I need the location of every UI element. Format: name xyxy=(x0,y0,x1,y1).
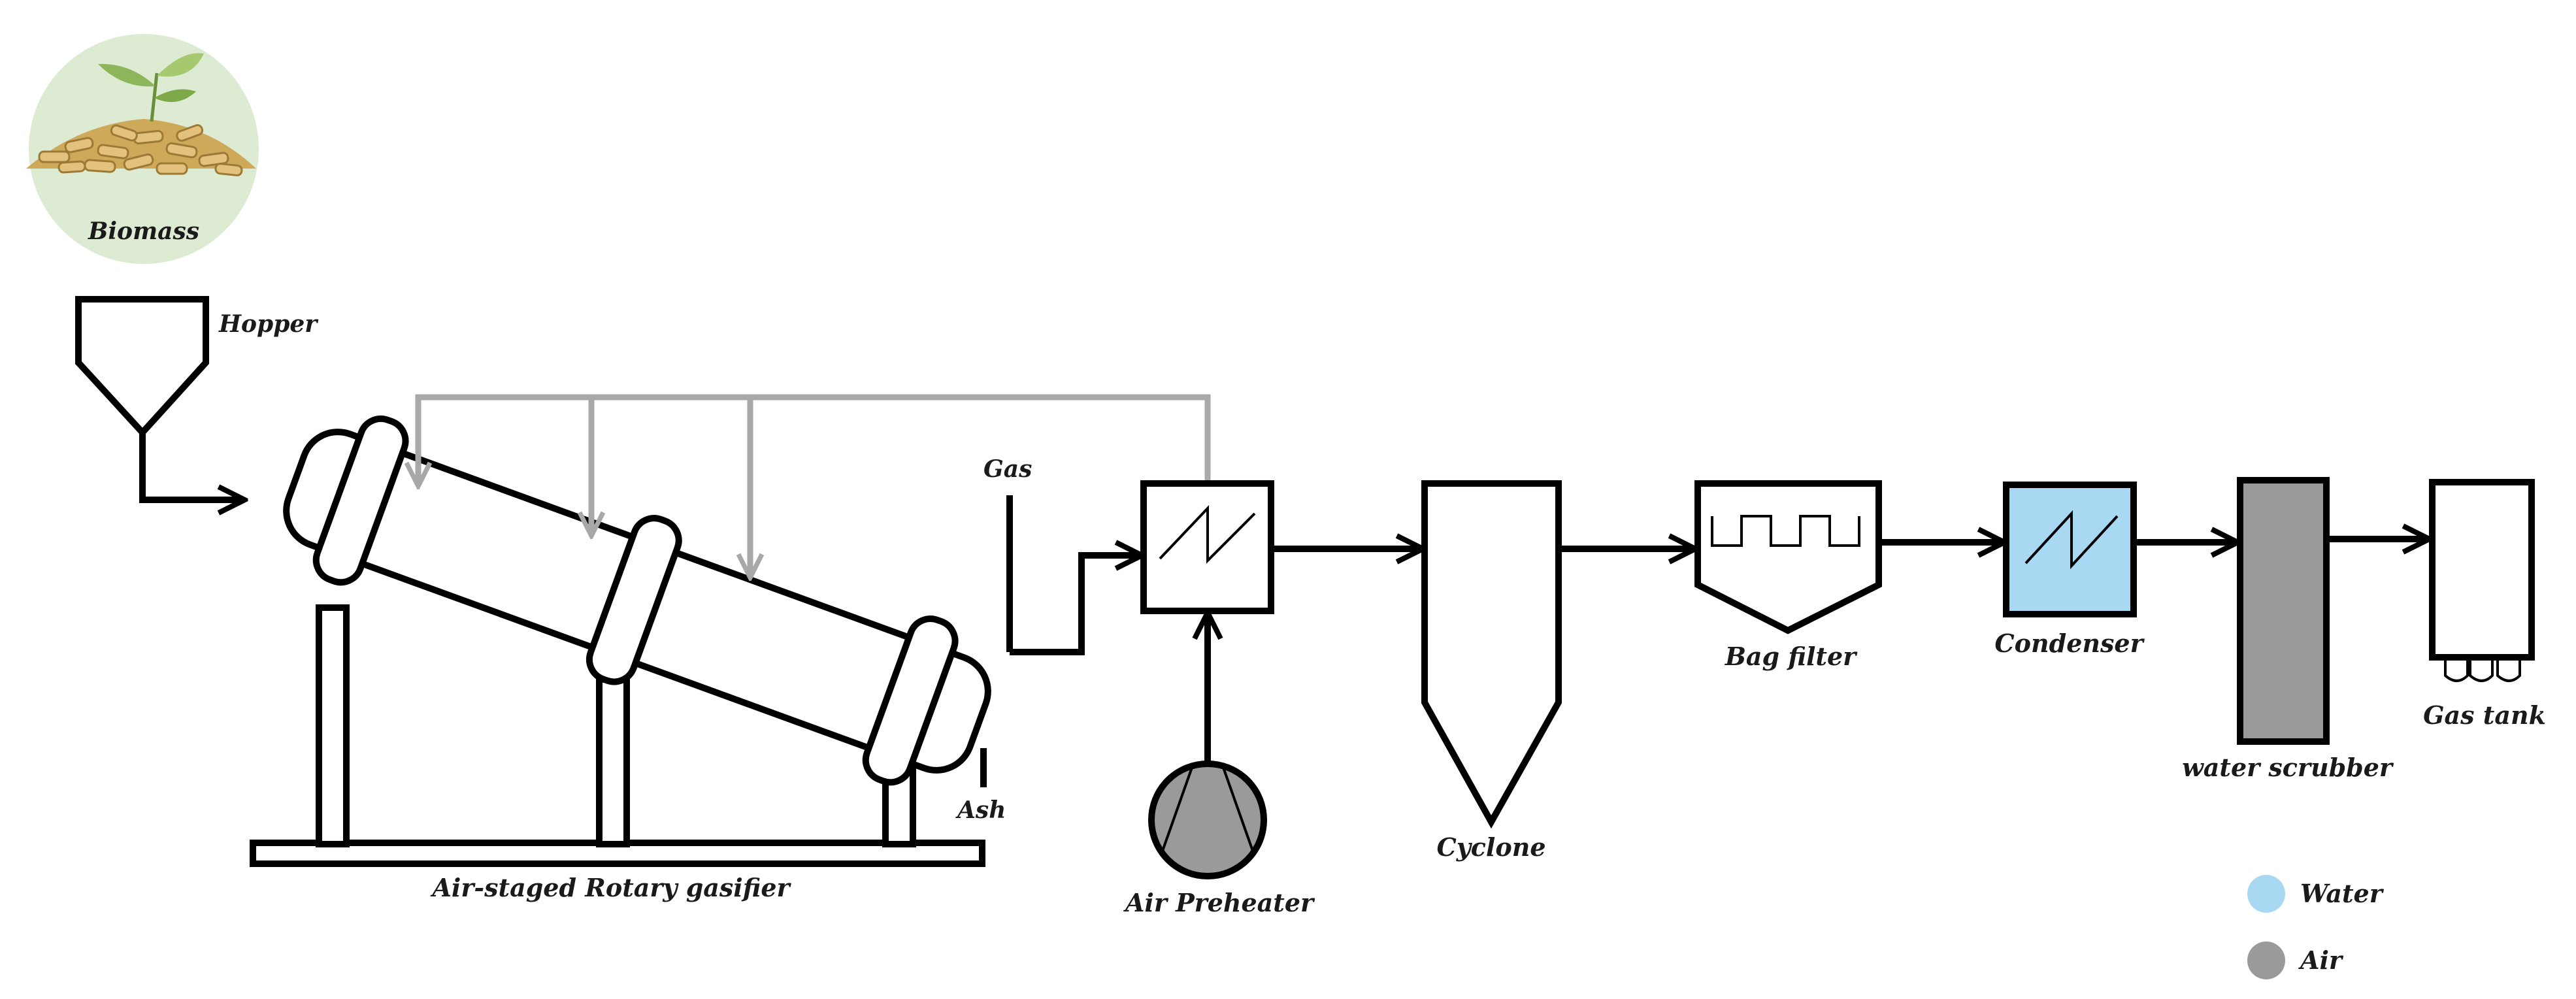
legend-air-swatch xyxy=(2247,942,2285,979)
gasifier-leg-2 xyxy=(596,676,630,847)
gas-tank-feet xyxy=(2444,657,2521,682)
gasifier-ring-2 xyxy=(586,515,682,685)
gasifier-ring-1 xyxy=(312,415,409,586)
legend-water-label: Water xyxy=(2300,879,2385,908)
biomass-label: Biomass xyxy=(88,218,199,245)
cyclone-shape xyxy=(1421,480,1562,829)
air-preheater-label: Air Preheater xyxy=(1123,888,1315,917)
condenser-label: Condenser xyxy=(1994,629,2145,658)
legend: Water Air xyxy=(2247,875,2385,979)
ash-label: Ash xyxy=(955,796,1006,824)
condenser-zigzag-icon xyxy=(2024,510,2119,570)
gasifier-ring-3 xyxy=(862,615,959,786)
air-blower: Air Preheater xyxy=(1123,761,1315,917)
gas-tank: Gas tank xyxy=(2423,479,2546,730)
scrubber-column xyxy=(2237,477,2330,745)
water-scrubber: water scrubber xyxy=(2182,477,2394,782)
blower-circle xyxy=(1148,761,1267,879)
bag-filter: Bag filter xyxy=(1694,480,1882,671)
cyclone: Cyclone xyxy=(1421,480,1562,862)
exchanger-zigzag-icon xyxy=(1159,504,1256,564)
gas-label: Gas xyxy=(983,455,1032,483)
gas-to-preheater-arrow xyxy=(1010,555,1140,655)
rotary-gasifier: Air-staged Rotary gasifier xyxy=(250,415,991,902)
cyclone-label: Cyclone xyxy=(1436,832,1545,862)
biomass-icon: Biomass xyxy=(26,34,259,264)
hopper: Hopper xyxy=(75,296,319,438)
pellet-pile xyxy=(26,119,256,176)
condenser-box xyxy=(2003,482,2137,617)
hopper-feed-arrow xyxy=(139,433,243,500)
legend-air-label: Air xyxy=(2298,945,2344,975)
bag-filter-label: Bag filter xyxy=(1725,642,1858,671)
legend-water-swatch xyxy=(2247,875,2285,913)
condenser: Condenser xyxy=(1994,482,2145,658)
bag-filter-shape xyxy=(1694,480,1882,634)
staged-air-lines xyxy=(418,394,1211,576)
air-preheater-exchanger xyxy=(1140,480,1274,614)
water-scrubber-label: water scrubber xyxy=(2182,753,2394,782)
gasifier-label: Air-staged Rotary gasifier xyxy=(430,873,791,902)
sprout-icon xyxy=(98,53,204,122)
hopper-label: Hopper xyxy=(218,310,319,338)
gasifier-leg-1 xyxy=(316,604,350,847)
gas-tank-label: Gas tank xyxy=(2423,700,2546,730)
hopper-shape xyxy=(75,296,209,438)
filter-bags-icon xyxy=(1711,515,1860,547)
blower-blades-icon xyxy=(1161,765,1255,853)
gas-tank-body xyxy=(2429,479,2535,661)
